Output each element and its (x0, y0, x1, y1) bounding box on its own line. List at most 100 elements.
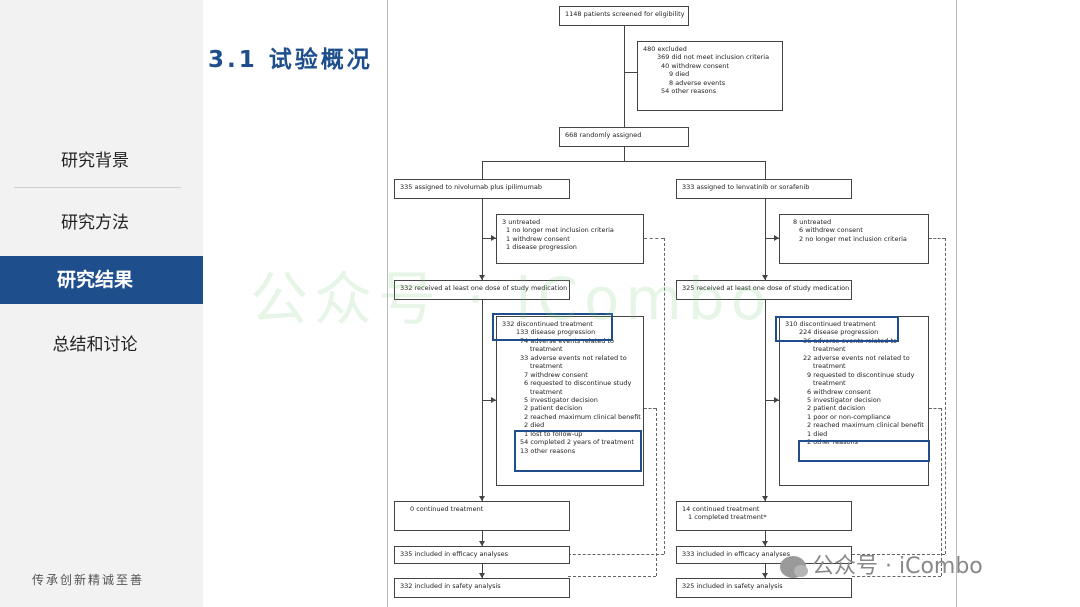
wechat-icon (780, 556, 808, 578)
connector (482, 199, 483, 280)
right-untreated-total: 8 untreated (793, 218, 832, 226)
left-disc-reason: 6 requested to discontinue study (524, 379, 632, 388)
connector (482, 161, 483, 179)
randomized-box: 668 randomly assigned (559, 127, 689, 147)
dashed-connector (644, 408, 656, 409)
connector (624, 147, 625, 161)
dashed-connector (568, 576, 656, 577)
connector (765, 199, 766, 280)
arrow (774, 235, 779, 241)
nav-item-background[interactable]: 研究背景 (61, 151, 129, 171)
left-disc-reason: 5 investigator decision (524, 395, 598, 404)
dashed-connector (852, 554, 945, 555)
left-disc-reason: 133 disease progression (516, 328, 596, 337)
left-efficacy-text: 335 included in efficacy analyses (400, 550, 509, 558)
left-disc-reason: 2 patient decision (524, 404, 583, 413)
connector (624, 26, 625, 127)
left-disc-reason: treatment (530, 362, 563, 371)
left-disc-reason: 2 reached maximum clinical benefit (524, 412, 641, 421)
left-discontinued-box: 332 discontinued treatment 133 disease p… (496, 316, 644, 486)
arrow (491, 235, 496, 241)
right-efficacy-text: 333 included in efficacy analyses (682, 550, 791, 558)
arrow (762, 541, 768, 546)
dashed-connector (941, 408, 942, 576)
connector (765, 238, 779, 239)
dashed-connector (664, 238, 665, 554)
left-safety-text: 332 included in safety analysis (400, 582, 501, 590)
right-disc-reason: 1 poor or non-compliance (807, 412, 891, 421)
right-disc-reason: treatment (813, 379, 846, 388)
left-efficacy-box: 335 included in efficacy analyses (394, 546, 570, 564)
right-safety-box: 325 included in safety analysis (676, 578, 852, 598)
excluded-total: 480 excluded (643, 45, 687, 53)
connector (765, 161, 766, 179)
right-disc-reason: 2 reached maximum clinical benefit (807, 421, 924, 430)
excluded-reason: 369 did not meet inclusion criteria (657, 53, 770, 62)
left-untreated-reason: 1 disease progression (506, 243, 577, 252)
nav-item-results[interactable]: 研究结果 (0, 256, 190, 304)
right-efficacy-box: 333 included in efficacy analyses (676, 546, 852, 564)
left-disc-reason: 1 lost to follow-up (524, 429, 583, 438)
dashed-connector (644, 238, 664, 239)
right-assigned-text: 333 assigned to lenvatinib or sorafenib (682, 183, 810, 191)
left-disc-reason: 2 died (524, 421, 545, 430)
highlight-box (514, 430, 642, 472)
left-disc-reason: 33 adverse events not related to (520, 353, 627, 362)
arrow (774, 397, 779, 403)
left-disc-reason: treatment (530, 387, 563, 396)
right-disc-reason: 5 investigator decision (807, 395, 881, 404)
screened-text: 1148 patients screened for eligibility (565, 10, 685, 18)
right-disc-reason: 224 disease progression (799, 328, 879, 337)
left-disc-reason: 13 other reasons (520, 446, 576, 455)
highlight-box (775, 316, 899, 342)
highlight-box (798, 440, 930, 462)
nav-item-methods[interactable]: 研究方法 (61, 213, 129, 233)
wechat-watermark-text: 公众号 · iCombo (812, 554, 983, 579)
left-discontinued-total: 332 discontinued treatment (502, 320, 593, 328)
arrow (762, 496, 768, 501)
motto: 传承创新精诚至善 (32, 573, 145, 587)
connector (765, 400, 779, 401)
right-disc-reason: 9 requested to discontinue study (807, 370, 915, 379)
left-assigned-text: 335 assigned to nivolumab plus ipilimuma… (400, 183, 542, 191)
arrow (762, 275, 768, 280)
connector (482, 400, 496, 401)
right-discontinued-total: 310 discontinued treatment (785, 320, 876, 328)
right-received-text: 325 received at least one dose of study … (682, 284, 850, 292)
left-untreated-reason: 1 no longer met inclusion criteria (506, 226, 614, 235)
excluded-reason: 9 died (669, 70, 690, 79)
left-assigned-box: 335 assigned to nivolumab plus ipilimuma… (394, 179, 570, 199)
left-disc-reason: treatment (530, 345, 563, 354)
nav-item-summary[interactable]: 总结和讨论 (52, 335, 138, 355)
left-safety-box: 332 included in safety analysis (394, 578, 570, 598)
connector (482, 238, 496, 239)
randomized-text: 668 randomly assigned (565, 131, 642, 139)
arrow (479, 496, 485, 501)
dashed-connector (945, 238, 946, 554)
highlight-box (492, 313, 613, 341)
dashed-connector (929, 238, 945, 239)
right-untreated-reason: 2 no longer met inclusion criteria (799, 234, 907, 243)
left-disc-reason: 7 withdrew consent (524, 370, 588, 379)
connector (765, 564, 766, 578)
right-untreated-box: 8 untreated 6 withdrew consent 2 no long… (779, 214, 929, 264)
connector (482, 161, 765, 162)
right-continued-note: 1 completed treatment* (688, 513, 767, 522)
excluded-reason: 54 other reasons (661, 87, 717, 96)
right-continued-box: 14 continued treatment 1 completed treat… (676, 501, 852, 531)
right-disc-reason: 2 patient decision (807, 404, 866, 413)
right-safety-text: 325 included in safety analysis (682, 582, 783, 590)
page-title: 3.1 试验概况 (208, 47, 373, 73)
left-continued-text: 0 continued treatment (410, 505, 484, 513)
wechat-watermark: 公众号 · iCombo (780, 548, 983, 580)
right-disc-reason: 2 other reasons (807, 438, 858, 447)
left-received-box: 332 received at least one dose of study … (394, 280, 570, 300)
excluded-box: 480 excluded 369 did not meet inclusion … (637, 41, 783, 111)
nav-divider (14, 187, 181, 188)
right-received-box: 325 received at least one dose of study … (676, 280, 852, 300)
arrow (479, 573, 485, 578)
connector (482, 564, 483, 578)
consort-flowchart: 1148 patients screened for eligibility 4… (387, 0, 957, 607)
right-untreated-reason: 6 withdrew consent (799, 226, 863, 235)
right-disc-reason: 6 withdrew consent (807, 387, 871, 396)
